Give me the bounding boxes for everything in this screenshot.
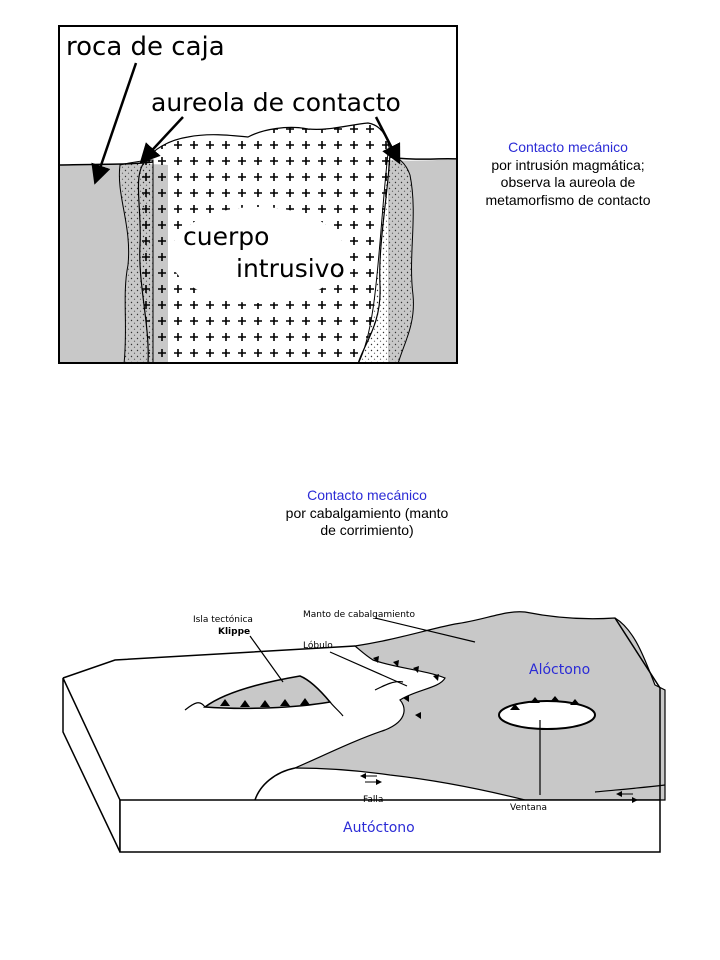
- label-aureola: aureola de contacto: [151, 88, 401, 117]
- caption-intrusion-line1: por intrusión magmática;: [491, 156, 645, 173]
- caption-thrust-line1: por cabalgamiento (manto: [285, 504, 449, 521]
- caption-intrusion: Contacto mecánico por intrusión magmátic…: [468, 139, 668, 209]
- caption-intrusion-line2: observa la aureola de: [500, 174, 636, 190]
- label-cuerpo: cuerpo: [183, 222, 269, 251]
- caption-intrusion-title: Contacto mecánico: [508, 139, 628, 155]
- window: [498, 700, 596, 730]
- caption-thrust: Contacto mecánico por cabalgamiento (man…: [262, 487, 472, 540]
- intrusion-diagram: roca de caja aureola de contacto cuerpo …: [58, 25, 458, 364]
- nappe: [294, 611, 666, 801]
- label-lobulo: Lóbulo: [303, 640, 333, 651]
- label-klippe: Klippe: [218, 627, 250, 637]
- label-falla: Falla: [363, 795, 383, 805]
- label-isla-tectonica: Isla tectónica: [193, 614, 253, 625]
- caption-thrust-line2: de corrimiento): [320, 522, 414, 538]
- klippe: [202, 675, 332, 710]
- label-aloctono: Alóctono: [529, 662, 590, 678]
- thrust-block-diagram: Isla tectónica Klippe Manto de cabalgami…: [62, 610, 666, 853]
- label-manto: Manto de cabalgamiento: [303, 610, 415, 620]
- label-ventana: Ventana: [510, 803, 547, 813]
- label-autoctono: Autóctono: [343, 820, 415, 836]
- caption-thrust-title: Contacto mecánico: [307, 487, 427, 503]
- label-roca-de-caja: roca de caja: [66, 32, 225, 62]
- label-intrusivo: intrusivo: [236, 254, 345, 283]
- caption-intrusion-line3: metamorfismo de contacto: [485, 191, 651, 208]
